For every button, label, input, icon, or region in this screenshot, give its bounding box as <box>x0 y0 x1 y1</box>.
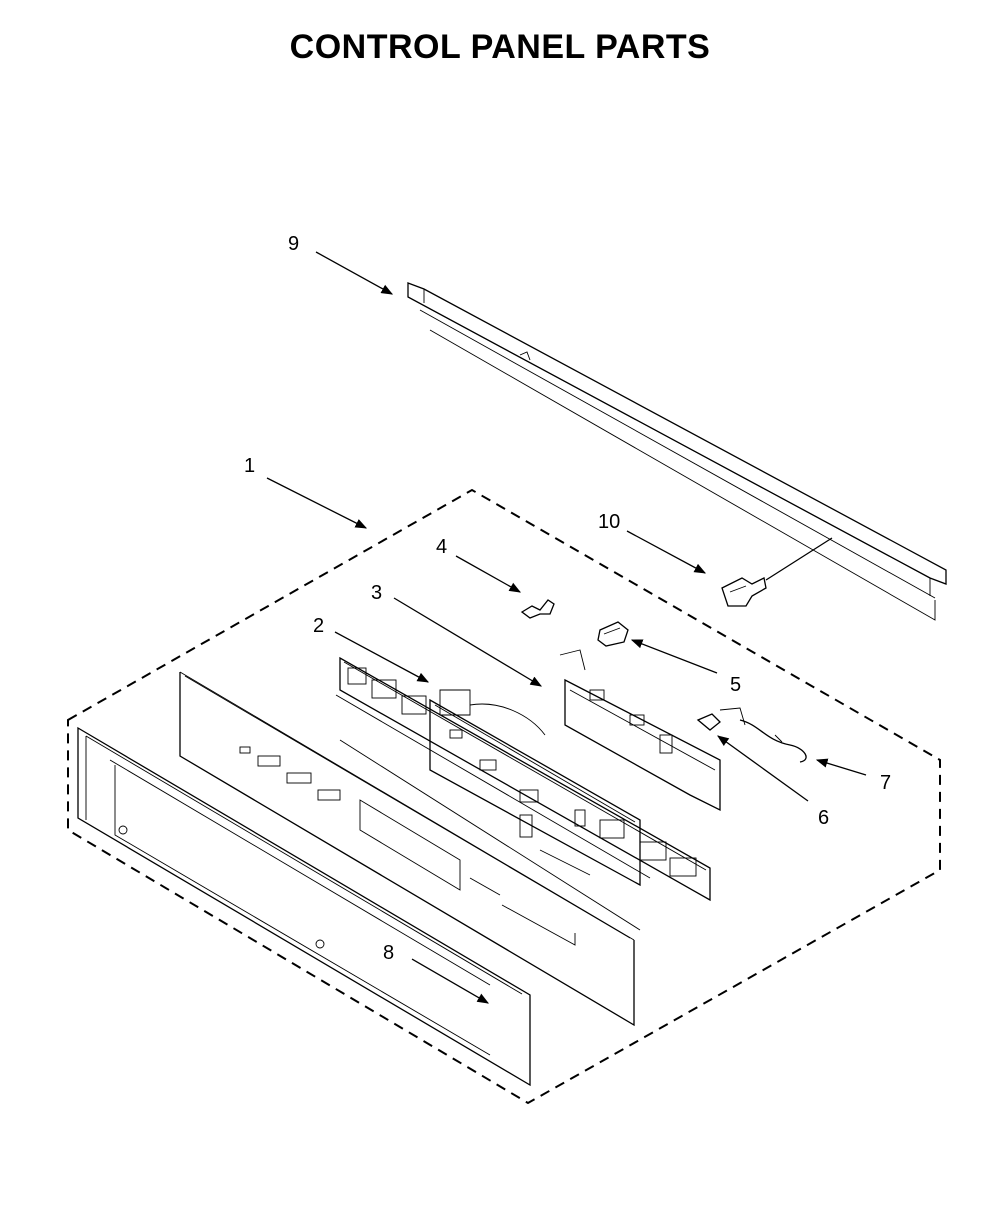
part-3-circuit-board[interactable] <box>429 698 641 887</box>
back-panel <box>179 671 635 1027</box>
page-title: CONTROL PANEL PARTS <box>289 28 711 66</box>
part-7-wire-harness[interactable] <box>739 719 807 763</box>
callout-5: 5 <box>730 674 741 696</box>
part-1-assembly-boundary <box>67 488 941 1105</box>
part-10-screw[interactable] <box>721 537 833 607</box>
part-5-screw[interactable] <box>597 621 629 647</box>
callout-6: 6 <box>818 807 829 829</box>
callout-10: 10 <box>598 511 620 533</box>
part-8-front-panel[interactable] <box>77 726 531 1087</box>
callout-2: 2 <box>313 615 324 637</box>
callout-3: 3 <box>371 582 382 604</box>
callout-9: 9 <box>288 233 299 255</box>
part-4-clip[interactable] <box>520 599 555 619</box>
part-2-control-board[interactable] <box>335 656 711 931</box>
callout-8: 8 <box>383 942 394 964</box>
mounting-bracket <box>559 649 721 812</box>
callout-4: 4 <box>436 536 447 558</box>
part-6-connector[interactable] <box>696 707 746 731</box>
callout-7: 7 <box>880 772 891 794</box>
callout-arrows <box>266 251 867 1004</box>
part-9-trim-strip[interactable] <box>407 282 947 621</box>
callout-1: 1 <box>244 455 255 477</box>
